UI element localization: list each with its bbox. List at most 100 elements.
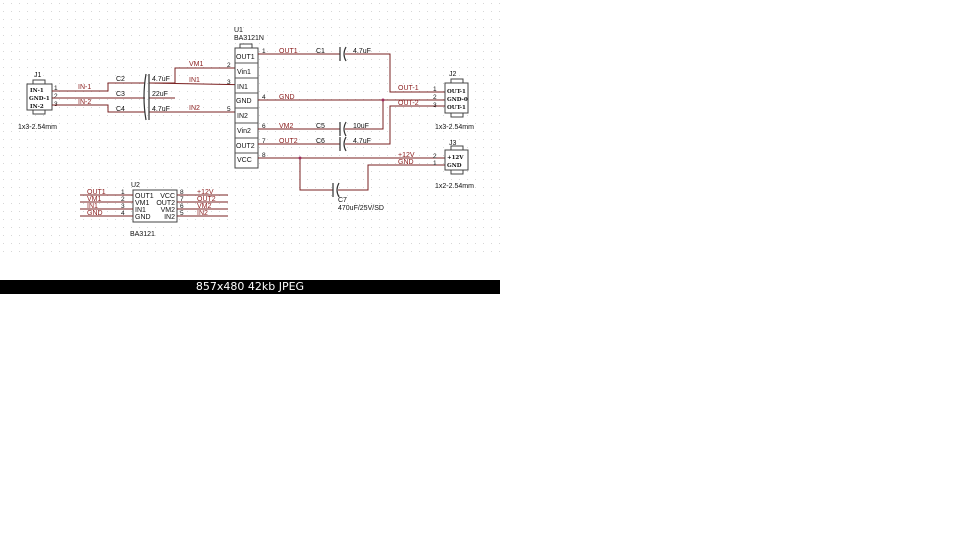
svg-text:IN1: IN1 — [237, 84, 248, 91]
svg-text:GND: GND — [447, 163, 462, 169]
svg-text:1: 1 — [121, 189, 125, 196]
svg-text:U1: U1 — [234, 27, 243, 34]
svg-text:1: 1 — [54, 85, 58, 92]
svg-text:470uF/25V/SD: 470uF/25V/SD — [338, 205, 384, 212]
svg-text:IN2: IN2 — [237, 113, 248, 120]
svg-text:IN2: IN2 — [164, 214, 175, 221]
svg-text:IN1: IN1 — [87, 203, 98, 210]
svg-text:IN-1: IN-1 — [78, 84, 91, 91]
svg-text:C6: C6 — [316, 138, 325, 145]
svg-text:VCC: VCC — [160, 193, 175, 200]
svg-text:Vin2: Vin2 — [237, 128, 251, 135]
svg-text:6: 6 — [180, 203, 184, 210]
svg-text:IN-1: IN-1 — [30, 88, 44, 94]
svg-text:IN-2: IN-2 — [30, 104, 44, 110]
svg-text:J1: J1 — [34, 72, 42, 79]
image-info-bar: 857x480 42kb JPEG — [0, 280, 500, 294]
svg-text:C4: C4 — [116, 106, 125, 113]
svg-text:OUT1: OUT1 — [236, 54, 255, 61]
connector-j2: J2 1 2 3 OUT-1 GND-0 OUT-1 1x3-2.54mm — [433, 71, 474, 131]
svg-text:GND: GND — [135, 214, 151, 221]
svg-text:OUT2: OUT2 — [197, 196, 216, 203]
svg-text:IN1: IN1 — [135, 207, 146, 214]
svg-text:10uF: 10uF — [353, 123, 369, 130]
svg-text:J2: J2 — [449, 71, 457, 78]
svg-text:4.7uF: 4.7uF — [353, 48, 371, 55]
svg-text:2: 2 — [433, 94, 437, 101]
svg-text:1: 1 — [433, 160, 437, 167]
svg-text:VM2: VM2 — [161, 207, 176, 214]
svg-text:1: 1 — [433, 86, 437, 93]
svg-text:1: 1 — [262, 48, 266, 55]
svg-text:2: 2 — [121, 196, 125, 203]
svg-text:GND: GND — [279, 94, 295, 101]
svg-text:OUT-1: OUT-1 — [447, 105, 466, 111]
svg-text:OUT2: OUT2 — [236, 143, 255, 150]
svg-text:VM2: VM2 — [197, 203, 212, 210]
svg-text:OUT1: OUT1 — [135, 193, 154, 200]
svg-text:4.7uF: 4.7uF — [353, 138, 371, 145]
svg-text:VCC: VCC — [237, 157, 252, 164]
svg-text:OUT1: OUT1 — [279, 48, 298, 55]
svg-text:2: 2 — [433, 153, 437, 160]
svg-text:5: 5 — [180, 210, 184, 217]
svg-text:2: 2 — [54, 93, 58, 100]
svg-text:C2: C2 — [116, 76, 125, 83]
svg-text:8: 8 — [262, 152, 266, 159]
svg-text:22uF: 22uF — [152, 91, 168, 98]
svg-text:6: 6 — [262, 123, 266, 130]
svg-text:VM2: VM2 — [279, 123, 294, 130]
svg-text:VM1: VM1 — [87, 196, 102, 203]
ic-u1: U1 BA3121N OUT1 Vin1 IN1 GND IN2 Vin2 OU… — [234, 27, 264, 169]
capacitors-c2-c4: C2 C3 C4 4.7uF 22uF 4.7uF — [116, 73, 170, 121]
svg-text:1x2-2.54mm: 1x2-2.54mm — [435, 183, 474, 190]
svg-text:4.7uF: 4.7uF — [152, 106, 170, 113]
svg-text:IN2: IN2 — [189, 105, 200, 112]
svg-text:IN-2: IN-2 — [78, 99, 91, 106]
svg-text:GND: GND — [87, 210, 103, 217]
svg-text:BA3121: BA3121 — [130, 231, 155, 238]
svg-text:3: 3 — [121, 203, 125, 210]
svg-text:C7: C7 — [338, 197, 347, 204]
ic-u2: U2 OUT1 VM1 IN1 GND 1 2 3 4 OUT1 VM1 IN1… — [80, 182, 228, 238]
svg-text:5: 5 — [227, 106, 231, 113]
svg-text:GND-1: GND-1 — [29, 96, 50, 102]
output-wires — [258, 53, 445, 191]
svg-text:U2: U2 — [131, 182, 140, 189]
svg-text:OUT1: OUT1 — [87, 189, 106, 196]
svg-text:+12V: +12V — [197, 189, 214, 196]
svg-text:3: 3 — [433, 102, 437, 109]
svg-text:VM1: VM1 — [189, 61, 204, 68]
svg-text:2: 2 — [227, 62, 231, 69]
svg-text:1x3-2.54mm: 1x3-2.54mm — [435, 124, 474, 131]
svg-text:4: 4 — [121, 210, 125, 217]
svg-text:BA3121N: BA3121N — [234, 35, 264, 42]
svg-text:GND: GND — [236, 98, 252, 105]
svg-text:4: 4 — [262, 94, 266, 101]
svg-text:C5: C5 — [316, 123, 325, 130]
svg-text:IN2: IN2 — [197, 210, 208, 217]
svg-text:+12V: +12V — [447, 155, 464, 161]
svg-text:GND: GND — [398, 159, 414, 166]
svg-text:C3: C3 — [116, 91, 125, 98]
svg-text:GND-0: GND-0 — [447, 97, 468, 103]
svg-text:Vin1: Vin1 — [237, 69, 251, 76]
svg-text:VM1: VM1 — [135, 200, 150, 207]
svg-text:3: 3 — [227, 79, 231, 86]
connector-j3: J3 2 1 +12V GND 1x2-2.54mm — [433, 140, 474, 190]
svg-text:J3: J3 — [449, 140, 457, 147]
schematic-diagram: J1 IN-1 GND-1 IN-2 1 2 3 1x3-2.54mm IN-1… — [0, 0, 500, 256]
svg-text:+12V: +12V — [398, 152, 415, 159]
svg-text:IN1: IN1 — [189, 77, 200, 84]
svg-text:OUT-1: OUT-1 — [447, 89, 466, 95]
svg-text:4.7uF: 4.7uF — [152, 76, 170, 83]
svg-text:OUT-2: OUT-2 — [398, 100, 419, 107]
svg-text:C1: C1 — [316, 48, 325, 55]
svg-text:7: 7 — [180, 196, 184, 203]
svg-text:OUT-1: OUT-1 — [398, 85, 419, 92]
svg-text:OUT2: OUT2 — [279, 138, 298, 145]
svg-text:1x3-2.54mm: 1x3-2.54mm — [18, 124, 57, 131]
svg-text:OUT2: OUT2 — [156, 200, 175, 207]
svg-text:8: 8 — [180, 189, 184, 196]
